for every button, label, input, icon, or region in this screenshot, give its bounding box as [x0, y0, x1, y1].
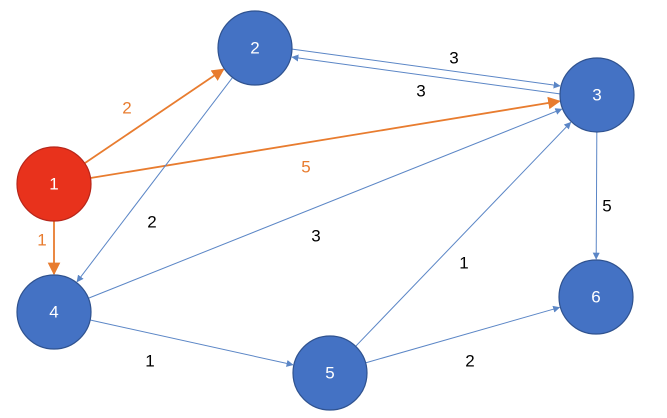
node-circle-4 — [16, 274, 92, 350]
node-label-5: 5 — [325, 364, 334, 383]
node-circle-5 — [292, 335, 368, 411]
edge-weight-1-3: 5 — [301, 158, 310, 177]
edge-weight-2-3: 3 — [449, 49, 458, 68]
edge-2-3 — [292, 48, 561, 89]
node-label-1: 1 — [49, 175, 58, 194]
edge-1-3 — [90, 96, 561, 179]
edge-weight-3-2: 3 — [416, 82, 425, 101]
edge-2-4 — [76, 77, 233, 283]
node-3: 3 — [559, 57, 635, 133]
node-2: 2 — [217, 10, 293, 86]
edge-5-6 — [365, 305, 561, 364]
edge-3-6 — [592, 131, 600, 260]
nodes-layer: 1 2 3 4 5 6 — [16, 10, 635, 411]
node-circle-3 — [559, 57, 635, 133]
edge-4-5 — [90, 319, 294, 367]
edge-weight-2-4: 2 — [147, 213, 156, 232]
edge-3-2 — [291, 54, 560, 95]
edge-labels-layer: 2 5 1 3 3 2 5 3 1 1 2 — [37, 49, 611, 371]
edge-weight-4-5: 1 — [145, 352, 154, 371]
edge-weight-1-4: 1 — [37, 231, 46, 250]
node-label-2: 2 — [250, 39, 259, 58]
node-label-6: 6 — [591, 288, 600, 307]
edge-5-3 — [355, 121, 572, 347]
node-6: 6 — [558, 259, 634, 335]
node-circle-6 — [558, 259, 634, 335]
node-5: 5 — [292, 335, 368, 411]
edge-4-3 — [88, 108, 563, 299]
edge-1-2 — [84, 68, 225, 165]
edge-weight-3-6: 5 — [602, 197, 611, 216]
node-4: 4 — [16, 274, 92, 350]
node-1: 1 — [16, 146, 92, 222]
edge-weight-5-3: 1 — [459, 254, 468, 273]
node-label-3: 3 — [592, 86, 601, 105]
node-label-4: 4 — [49, 303, 58, 322]
edges-layer — [47, 48, 600, 367]
edge-weight-4-3: 3 — [311, 227, 320, 246]
edge-weight-1-2: 2 — [122, 99, 131, 118]
edge-weight-5-6: 2 — [465, 352, 474, 371]
node-circle-2 — [217, 10, 293, 86]
node-circle-1 — [16, 146, 92, 222]
